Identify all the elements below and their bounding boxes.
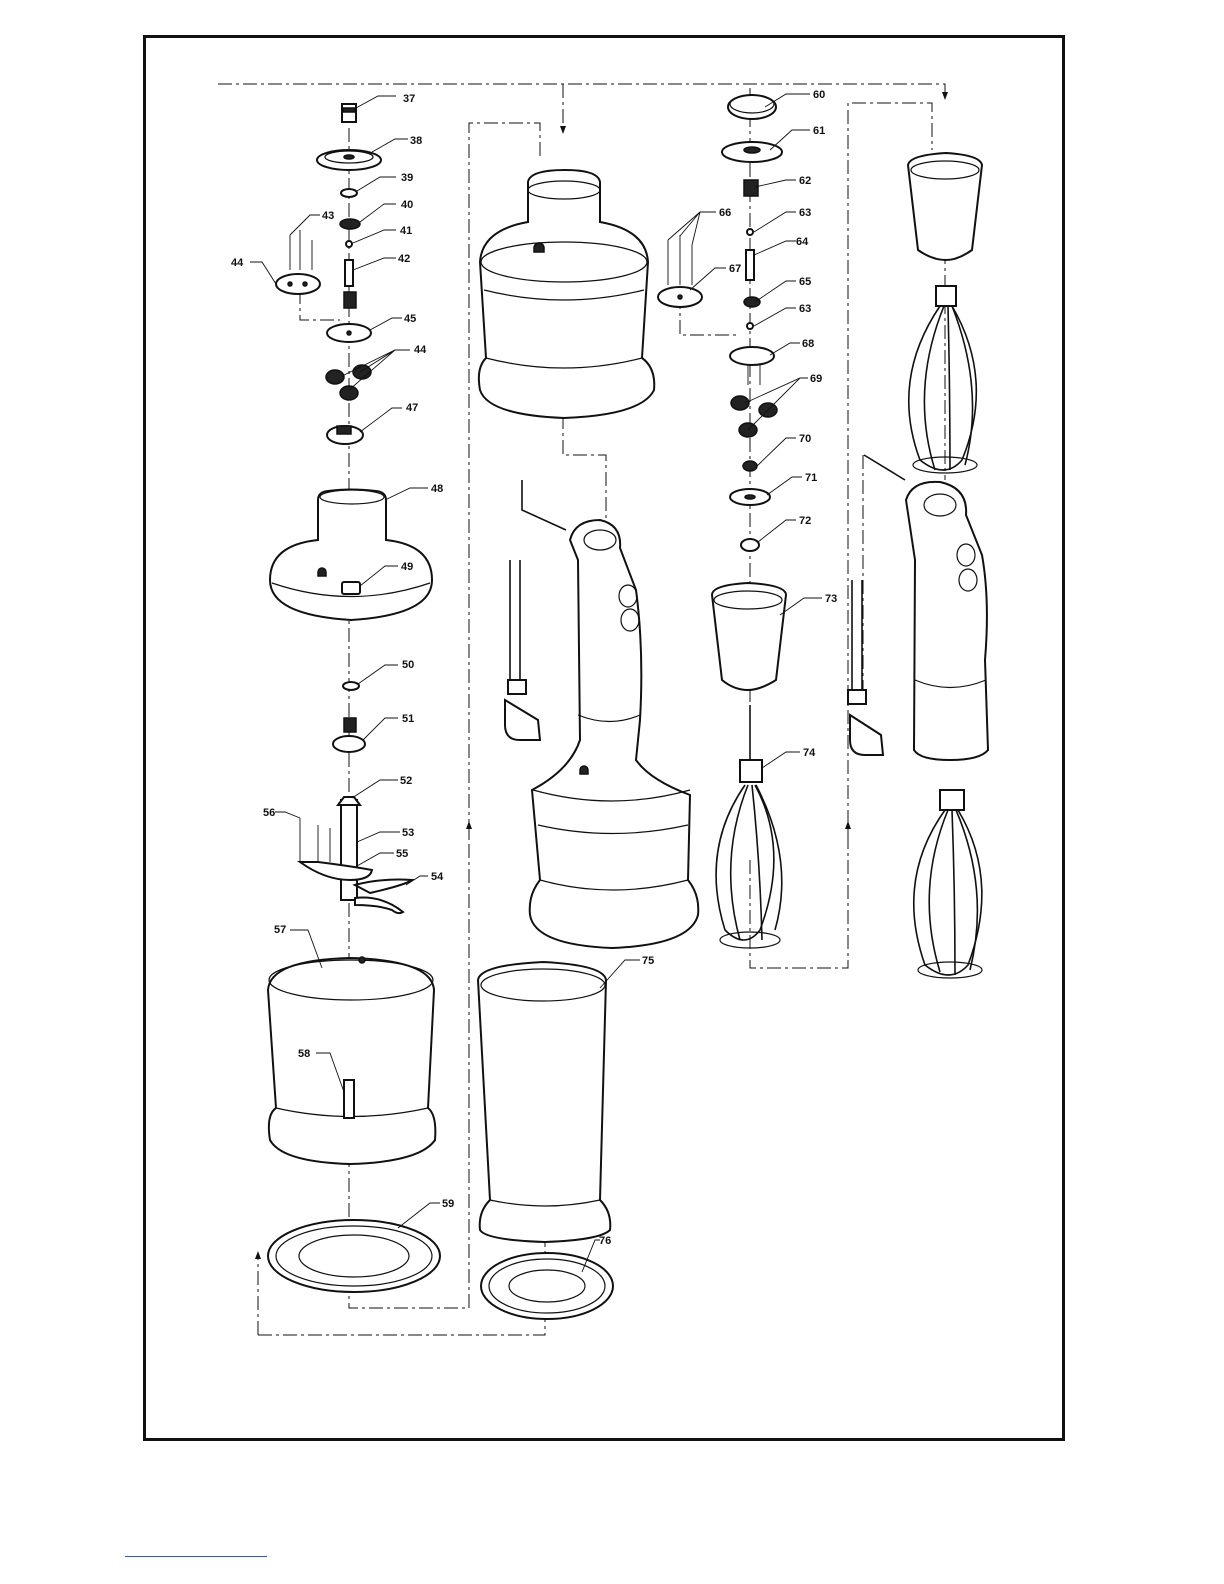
- part-label-48: 48: [431, 483, 443, 495]
- part-label-71: 71: [805, 472, 817, 484]
- part-label-68: 68: [802, 338, 814, 350]
- part-label-45: 45: [404, 313, 416, 325]
- whisk-gear-stack: [658, 95, 782, 551]
- part-label-62: 62: [799, 175, 811, 187]
- part-label-58: 58: [298, 1048, 310, 1060]
- part-label-42: 42: [398, 253, 410, 265]
- whisk-attachment: [716, 705, 782, 948]
- chopper-bowl-upper: [479, 170, 654, 418]
- part-label-41: 41: [400, 225, 412, 237]
- part-label-73: 73: [825, 593, 837, 605]
- part-label-51: 51: [402, 713, 414, 725]
- part-label-54: 54: [431, 871, 444, 883]
- part-label-47: 47: [406, 402, 418, 414]
- part-label-49: 49: [401, 561, 413, 573]
- part-label-57: 57: [274, 924, 286, 936]
- part-label-63-lower: 63: [799, 303, 811, 315]
- chopper-gear-stack: [276, 104, 381, 444]
- part-label-56: 56: [263, 807, 275, 819]
- part-label-63-upper: 63: [799, 207, 811, 219]
- part-label-38: 38: [410, 135, 422, 147]
- beaker: [478, 962, 613, 1319]
- part-label-67: 67: [729, 263, 741, 275]
- chopper-bowl-base: [268, 1220, 440, 1292]
- part-label-39: 39: [401, 172, 413, 184]
- part-label-50: 50: [402, 659, 414, 671]
- part-label-61: 61: [813, 125, 825, 137]
- chopper-bowl: [268, 957, 435, 1164]
- part-label-59: 59: [442, 1198, 454, 1210]
- part-label-55: 55: [396, 848, 408, 860]
- part-label-43: 43: [322, 210, 334, 222]
- part-label-74: 74: [803, 747, 816, 759]
- part-label-44-left: 44: [231, 257, 244, 269]
- part-label-75: 75: [642, 955, 654, 967]
- part-label-65: 65: [799, 276, 811, 288]
- part-label-72: 72: [799, 515, 811, 527]
- part-label-69: 69: [810, 373, 822, 385]
- part-label-66: 66: [719, 207, 731, 219]
- footer-rule: [125, 1556, 267, 1557]
- part-label-44-gears: 44: [414, 344, 427, 356]
- part-label-76: 76: [599, 1235, 611, 1247]
- blender-with-bowl: [505, 480, 698, 948]
- part-label-40: 40: [401, 199, 413, 211]
- chopper-blade: [300, 718, 412, 913]
- assembled-stick-blender: [848, 455, 988, 978]
- part-label-53: 53: [402, 827, 414, 839]
- part-label-52: 52: [400, 775, 412, 787]
- part-label-64: 64: [796, 236, 809, 248]
- part-label-70: 70: [799, 433, 811, 445]
- whisk-gearbox: [712, 583, 786, 690]
- part-label-37: 37: [403, 93, 415, 105]
- part-label-60: 60: [813, 89, 825, 101]
